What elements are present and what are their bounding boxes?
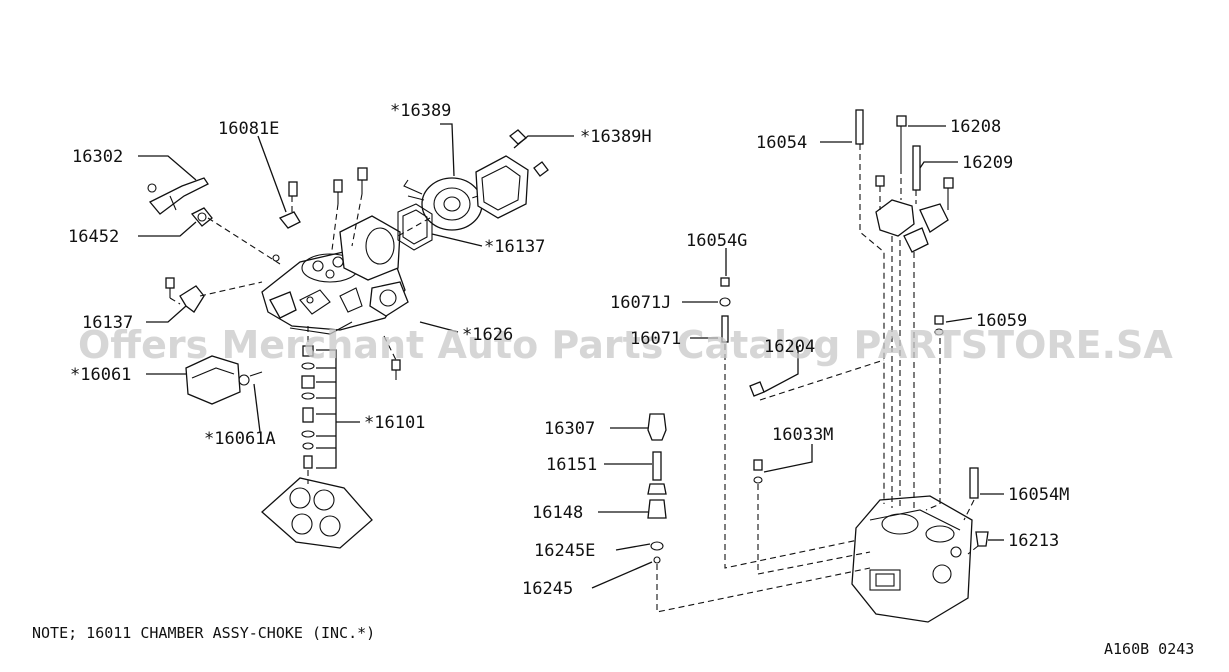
label-16213: 16213	[1008, 531, 1059, 551]
label-16081e: 16081E	[218, 119, 279, 139]
note-text: NOTE; 16011 CHAMBER ASSY-CHOKE (INC.*)	[32, 624, 375, 642]
label-16307: 16307	[544, 419, 595, 439]
jet-stack-part	[301, 345, 315, 469]
label-16389h: *16389H	[580, 127, 652, 147]
label-16245e: 16245E	[534, 541, 595, 561]
label-16071: 16071	[630, 329, 681, 349]
leader-lines	[138, 123, 1004, 613]
label-16054g: 16054G	[686, 231, 747, 251]
upper-bracket-part	[855, 109, 954, 253]
lower-body-part	[851, 467, 989, 623]
dashpot-part	[185, 355, 263, 405]
carburetor-body	[261, 215, 409, 335]
label-16033m: 16033M	[772, 425, 833, 445]
label-16061: *16061	[70, 365, 131, 385]
label-16071j: 16071J	[610, 293, 671, 313]
label-16204: 16204	[764, 337, 815, 357]
label-16245: 16245	[522, 579, 573, 599]
label-16148: 16148	[532, 503, 583, 523]
float-valve-part	[647, 413, 667, 564]
screws	[165, 167, 401, 380]
label-16054m: 16054M	[1008, 485, 1069, 505]
watermark-text: Offers Merchant Auto Parts Catalog PARTS…	[78, 323, 1173, 367]
label-16137-lower: 16137	[82, 313, 133, 333]
label-16101: *16101	[364, 413, 425, 433]
label-16061a: *16061A	[204, 429, 276, 449]
label-16054: 16054	[756, 133, 807, 153]
label-16208: 16208	[950, 117, 1001, 137]
choke-cover-part	[475, 129, 549, 219]
diagram-code: A160B 0243	[1104, 640, 1194, 658]
choke-chamber-part	[403, 177, 483, 231]
label-16209: 16209	[962, 153, 1013, 173]
bracket-part	[278, 181, 301, 229]
base-gasket-part	[261, 477, 373, 549]
label-16151: 16151	[546, 455, 597, 475]
bracket-lower-part	[179, 285, 205, 313]
label-1626: *1626	[462, 325, 513, 345]
spring-part	[190, 207, 213, 227]
gasket-part	[397, 203, 433, 251]
lever-part	[147, 177, 209, 215]
small-jets-part	[719, 277, 944, 484]
label-16059: 16059	[976, 311, 1027, 331]
label-16452: 16452	[68, 227, 119, 247]
label-16302: 16302	[72, 147, 123, 167]
part-labels: *16389 *16389H 16081E 16302 16452 *16137…	[68, 101, 1069, 599]
label-16137-upper: *16137	[484, 237, 545, 257]
label-16389: *16389	[390, 101, 451, 121]
